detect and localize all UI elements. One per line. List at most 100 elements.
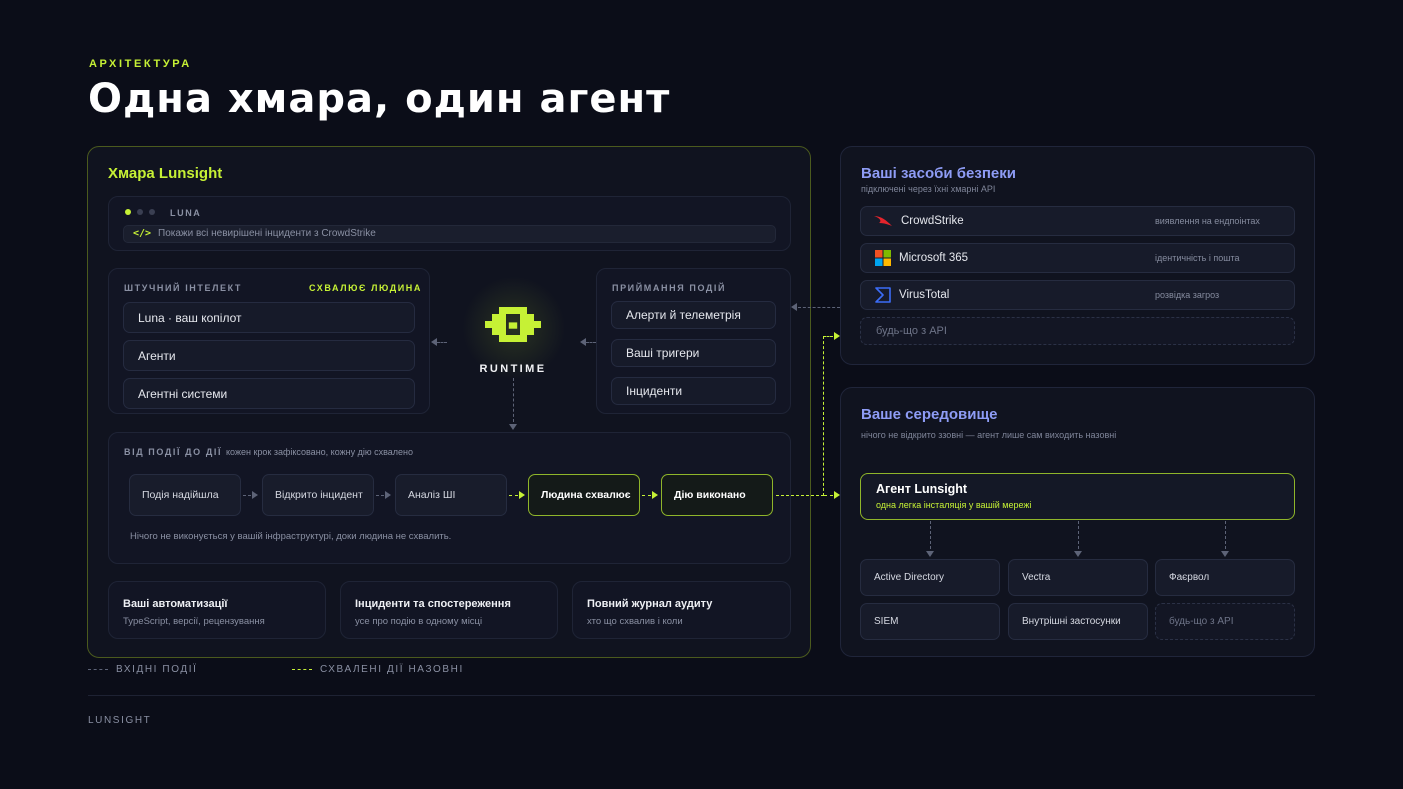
connector [243,495,251,496]
ai-item-copilot[interactable]: Luna · ваш копілот [123,302,415,333]
system-internal-apps[interactable]: Внутрішні застосунки [1008,603,1148,640]
arrow-down-icon [926,551,934,557]
luna-prompt-input[interactable] [123,225,776,243]
environment-subtitle: нічого не відкрито ззовні — агент лише с… [861,430,1117,440]
card-desc: усе про подію в одному місці [355,616,483,627]
connector-outgoing [823,336,833,337]
arrow-right-icon [834,491,840,499]
footer-divider [88,695,1315,696]
card-title: Інциденти та спостереження [355,598,511,610]
connector [930,521,931,549]
flow-step-action-done[interactable]: Дію виконано [661,474,773,516]
luna-prompt-text: Покажи всі невирішені інциденти з CrowdS… [158,228,376,239]
eyebrow: АРХІТЕКТУРА [89,58,192,70]
arrow-left-icon [431,338,437,346]
flow-step-incident[interactable]: Відкрито інцидент [262,474,374,516]
event-item-triggers[interactable]: Ваші тригери [611,339,776,367]
connector [437,342,447,343]
card-incidents[interactable] [340,581,558,639]
ai-caption: ШТУЧНИЙ ІНТЕЛЕКТ [124,283,243,293]
arrow-right-icon [834,332,840,340]
legend-incoming-line [88,669,108,670]
connector-outgoing [776,495,824,496]
event-item-incidents[interactable]: Інциденти [611,377,776,405]
tool-name: CrowdStrike [901,215,964,227]
legend-incoming: ВХІДНІ ПОДІЇ [116,664,198,675]
system-vectra[interactable]: Vectra [1008,559,1148,596]
security-subtitle: підключені через їхні хмарні API [861,184,996,194]
flow-step-event[interactable]: Подія надійшла [129,474,241,516]
human-approves-badge: СХВАЛЮЄ ЛЮДИНА [309,283,422,293]
virustotal-icon [875,287,891,303]
system-firewall[interactable]: Фаєрвол [1155,559,1295,596]
tool-virustotal[interactable]: VirusTotal розвідка загроз [860,280,1295,310]
card-title: Повний журнал аудиту [587,598,713,610]
status-dot [137,209,143,215]
connector [586,342,596,343]
tool-any-api-label: будь-що з API [876,325,947,337]
flow-step-ai-analysis[interactable]: Аналіз ШІ [395,474,507,516]
event-item-alerts[interactable]: Алерти й телеметрія [611,301,776,329]
arrow-right-icon [519,491,525,499]
crowdstrike-icon [874,216,892,226]
ai-item-agents[interactable]: Агенти [123,340,415,371]
connector [376,495,384,496]
legend-outgoing-line [292,669,312,670]
arrow-right-icon [252,491,258,499]
card-desc: хто що схвалив і коли [587,616,683,627]
flow-note: Нічого не виконується у вашій інфраструк… [130,531,452,542]
connector [513,378,514,422]
arrow-down-icon [1074,551,1082,557]
status-dot-active [125,209,131,215]
status-dot [149,209,155,215]
code-icon: </> [133,228,152,239]
flow-subcaption: кожен крок зафіксовано, кожну дію схвале… [226,447,414,457]
microsoft-icon [875,250,891,266]
agent-card[interactable] [860,473,1295,520]
tool-microsoft-365[interactable]: Microsoft 365 ідентичність і пошта [860,243,1295,273]
environment-title: Ваше середовище [861,406,998,423]
page-title: Одна хмара, один агент [88,76,671,122]
system-siem[interactable]: SIEM [860,603,1000,640]
connector-incoming [798,307,840,308]
tool-desc: ідентичність і пошта [1155,253,1240,263]
card-title: Ваші автоматизації [123,598,228,610]
tool-any-api[interactable] [860,317,1295,345]
connector [642,495,651,496]
arrow-down-icon [509,424,517,430]
arrow-down-icon [1221,551,1229,557]
tool-name: Microsoft 365 [899,252,969,264]
system-any-api-label: будь-що з API [1169,616,1234,627]
connector [509,495,518,496]
flow-step-human-approval[interactable]: Людина схвалює [528,474,640,516]
legend-outgoing: СХВАЛЕНІ ДІЇ НАЗОВНІ [320,664,464,675]
arrow-left-icon [580,338,586,346]
agent-title: Агент Lunsight [876,482,968,496]
tool-crowdstrike[interactable]: CrowdStrike виявлення на ендпоінтах [860,206,1295,236]
card-automations[interactable] [108,581,326,639]
tool-desc: виявлення на ендпоінтах [1155,216,1260,226]
system-active-directory[interactable]: Active Directory [860,559,1000,596]
tool-desc: розвідка загроз [1155,290,1220,300]
arrow-right-icon [652,491,658,499]
flow-caption: ВІД ПОДІЇ ДО ДІЇ [124,447,223,457]
footer-brand: LUNSIGHT [88,715,152,726]
card-desc: TypeScript, версії, рецензування [123,616,265,627]
connector-outgoing [824,495,833,496]
arrow-right-icon [385,491,391,499]
events-caption: ПРИЙМАННЯ ПОДІЙ [612,283,727,293]
ai-item-agent-systems[interactable]: Агентні системи [123,378,415,409]
system-any-api[interactable] [1155,603,1295,640]
connector [1225,521,1226,549]
cloud-title: Хмара Lunsight [108,165,223,182]
connector-outgoing [823,336,824,496]
luna-label: LUNA [170,208,202,218]
tool-name: VirusTotal [899,289,950,301]
connector [1078,521,1079,549]
arrow-left-icon [791,303,797,311]
runtime-logo-icon [485,307,541,342]
agent-desc: одна легка інсталяція у вашій мережі [876,500,1032,510]
security-title: Ваші засоби безпеки [861,165,1016,182]
card-audit-log[interactable] [572,581,791,639]
runtime-label: RUNTIME [479,363,547,375]
